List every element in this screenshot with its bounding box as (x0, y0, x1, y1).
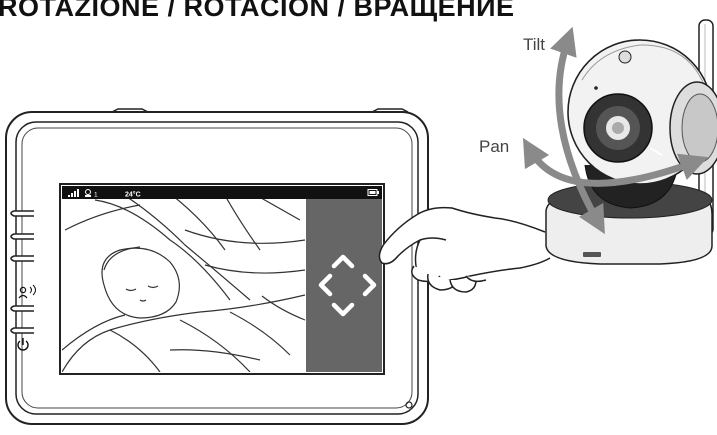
talk-button[interactable] (11, 306, 34, 311)
pan-tilt-control-panel[interactable] (306, 199, 382, 372)
baby-camera-unit (546, 20, 717, 264)
side-button-1[interactable] (11, 211, 34, 216)
status-bar: 1 24°C (62, 186, 382, 199)
side-button-3[interactable] (11, 256, 34, 261)
temperature-readout: 24°C (125, 191, 141, 199)
camera-number: 1 (94, 192, 98, 199)
pan-label: Pan (479, 137, 509, 156)
side-button-2[interactable] (11, 234, 34, 239)
page-title: ROTAZIONE / ROTACIÓN / ВРАЩЕНИЕ (0, 0, 515, 23)
monitor-screen: 1 24°C (60, 184, 384, 374)
camera-speaker-grille (583, 252, 601, 257)
power-button[interactable] (11, 328, 34, 333)
tilt-label: Tilt (523, 35, 545, 54)
